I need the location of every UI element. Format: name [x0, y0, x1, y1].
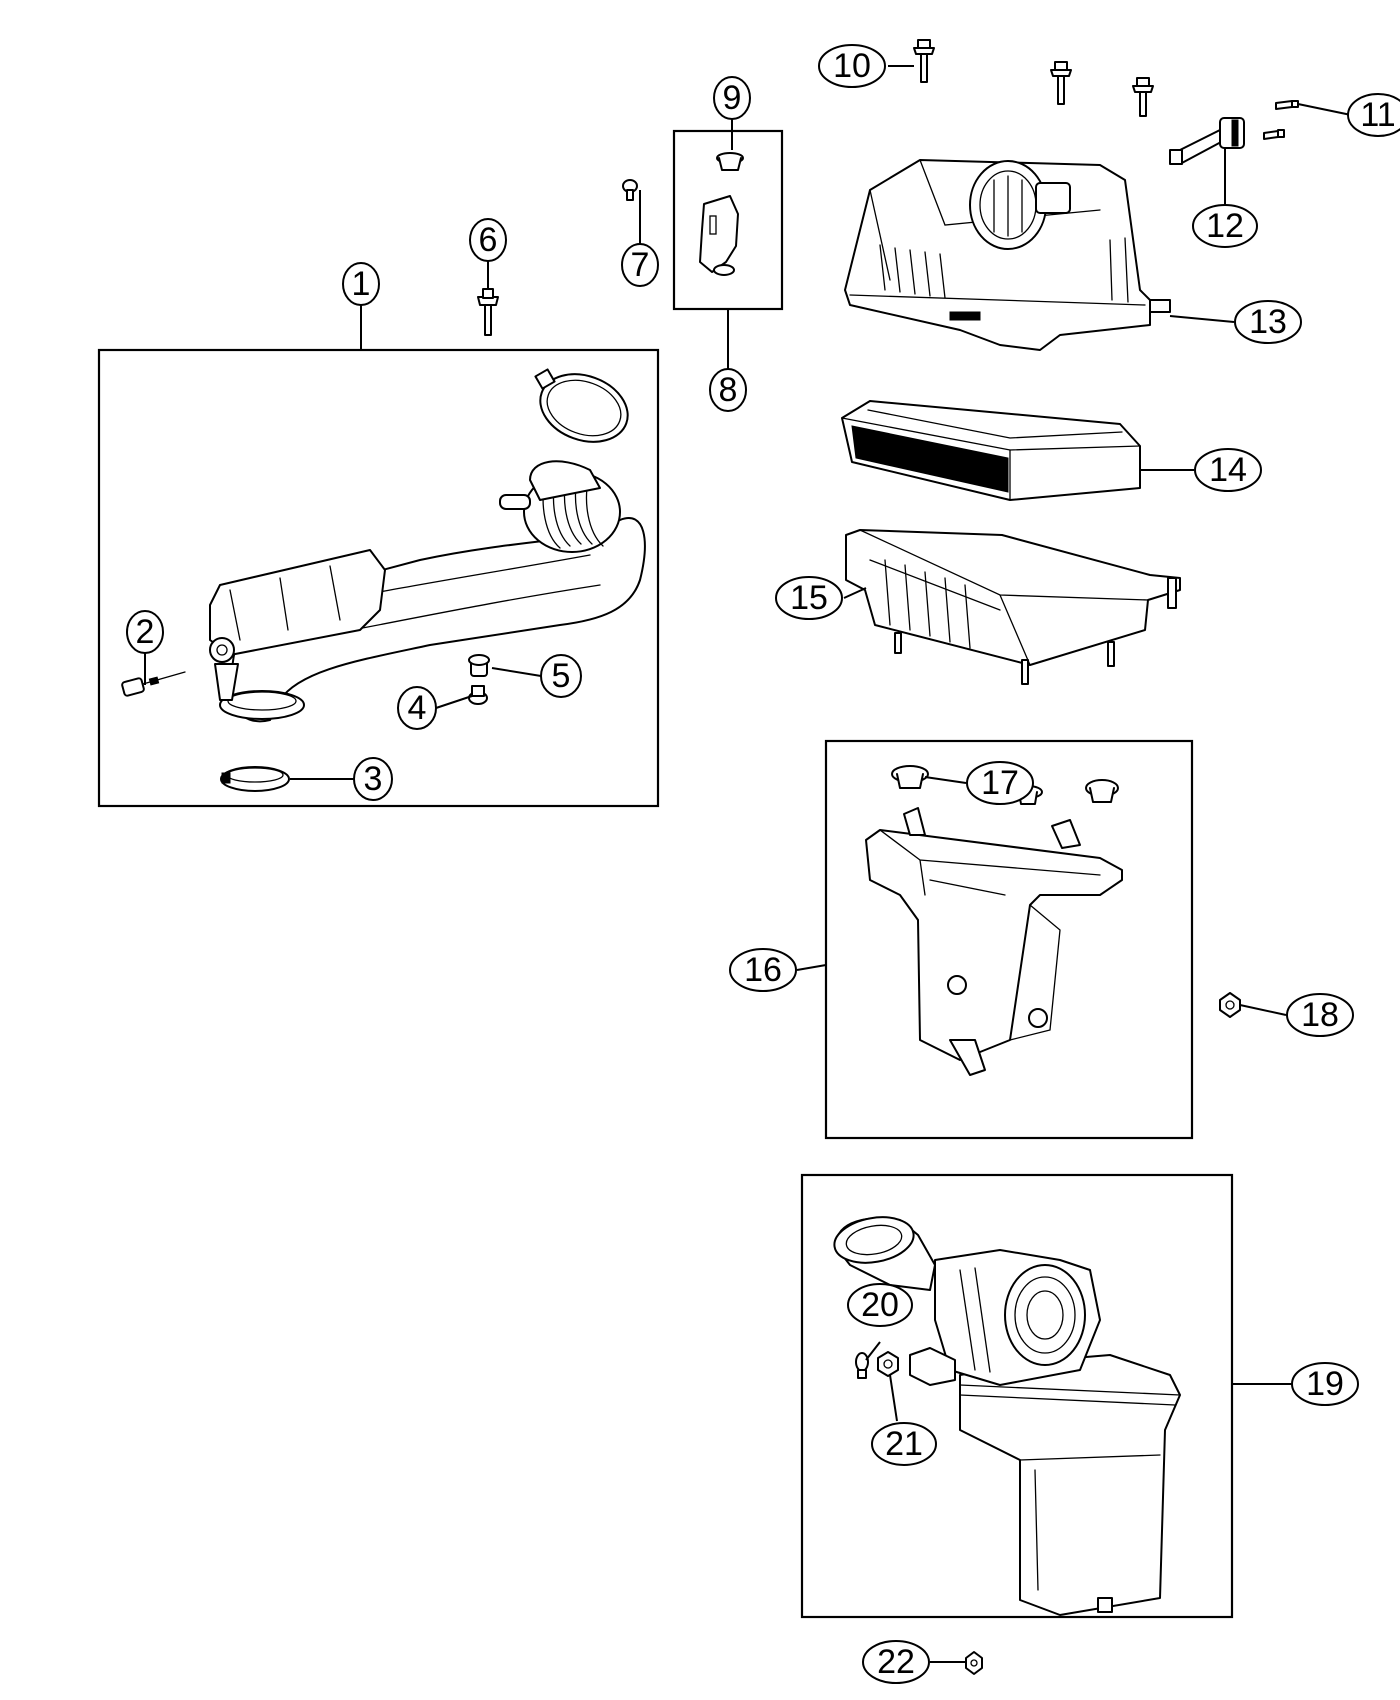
callout-15-label: 15 — [790, 579, 828, 617]
push-pin-7 — [622, 179, 638, 201]
callout-18: 18 — [1286, 993, 1354, 1037]
callout-7: 7 — [621, 243, 659, 287]
callout-19: 19 — [1291, 1362, 1359, 1406]
nut-21 — [877, 1351, 899, 1377]
callout-1-label: 1 — [352, 265, 371, 303]
temperature-sensor — [121, 671, 186, 697]
callout-20: 20 — [847, 1283, 913, 1327]
group-box-16 — [824, 739, 1194, 1140]
bolt-22 — [965, 1651, 983, 1675]
nut-18 — [1219, 992, 1241, 1018]
hose-clamp — [220, 766, 290, 792]
callout-10: 10 — [818, 44, 886, 88]
callout-17-label: 17 — [981, 764, 1019, 802]
bracket-8 — [699, 195, 739, 276]
callout-22: 22 — [862, 1640, 930, 1684]
callout-6: 6 — [469, 218, 507, 262]
bolt-6 — [477, 288, 499, 336]
callout-14-label: 14 — [1209, 451, 1247, 489]
callout-21-label: 21 — [885, 1425, 923, 1463]
bolt-20 — [855, 1352, 869, 1379]
callout-7-label: 7 — [631, 246, 650, 284]
callout-8: 8 — [709, 368, 747, 412]
callout-16-label: 16 — [744, 951, 782, 989]
air-cleaner-housing — [865, 807, 1123, 1076]
callout-10-label: 10 — [833, 47, 871, 85]
maf-sensor — [1169, 117, 1245, 165]
callout-22-label: 22 — [877, 1643, 915, 1681]
air-cleaner-assembly — [833, 1216, 1181, 1616]
callout-5-label: 5 — [552, 657, 571, 695]
air-cleaner-cover — [844, 159, 1171, 351]
leader-lines — [144, 65, 1352, 1663]
callout-2-label: 2 — [136, 613, 155, 651]
callout-18-label: 18 — [1301, 996, 1339, 1034]
group-box-1 — [97, 348, 660, 808]
callout-1: 1 — [342, 262, 380, 306]
callout-11-label: 11 — [1360, 96, 1395, 134]
grommet-9 — [716, 152, 744, 171]
callout-19-label: 19 — [1306, 1365, 1344, 1403]
screw-11 — [1263, 100, 1299, 140]
callout-20-label: 20 — [861, 1286, 899, 1324]
callout-4: 4 — [397, 686, 437, 730]
callout-9: 9 — [713, 76, 751, 120]
callout-4-label: 4 — [408, 689, 427, 727]
callout-9-label: 9 — [723, 79, 742, 117]
air-filter — [841, 400, 1141, 501]
grommet-17 — [891, 765, 1119, 805]
callout-3: 3 — [353, 757, 393, 801]
callout-8-label: 8 — [719, 371, 738, 409]
callout-14: 14 — [1194, 448, 1262, 492]
callout-3-label: 3 — [364, 760, 383, 798]
callout-11: 11 — [1347, 93, 1400, 137]
callout-12-label: 12 — [1206, 207, 1244, 245]
callout-17: 17 — [966, 761, 1034, 805]
callout-13-label: 13 — [1249, 303, 1287, 341]
callout-12: 12 — [1192, 204, 1258, 248]
grommet-5 — [468, 654, 490, 677]
callout-16: 16 — [729, 948, 797, 992]
air-inlet-duct — [209, 368, 646, 723]
callout-6-label: 6 — [479, 221, 498, 259]
callout-13: 13 — [1234, 300, 1302, 344]
callout-5: 5 — [540, 654, 582, 698]
bolt-10 — [913, 39, 1154, 117]
callout-2: 2 — [126, 610, 164, 654]
callout-21: 21 — [871, 1422, 937, 1466]
callout-15: 15 — [775, 576, 843, 620]
nut-4 — [468, 685, 488, 705]
group-box-19 — [800, 1173, 1234, 1619]
air-cleaner-lower-tray — [845, 529, 1181, 685]
